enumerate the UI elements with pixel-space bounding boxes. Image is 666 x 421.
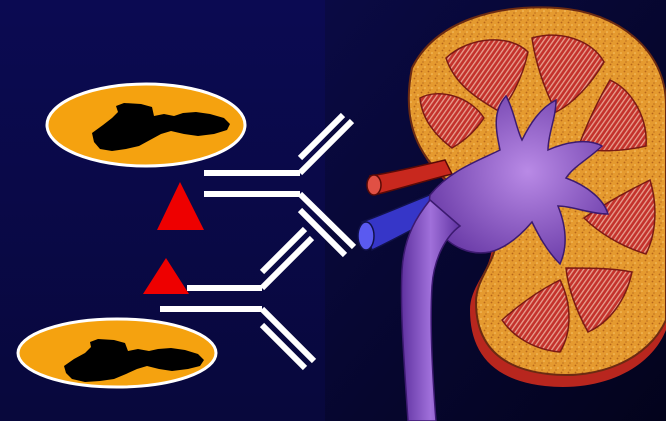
cell-top [47, 84, 245, 166]
cell-bottom [18, 319, 216, 387]
